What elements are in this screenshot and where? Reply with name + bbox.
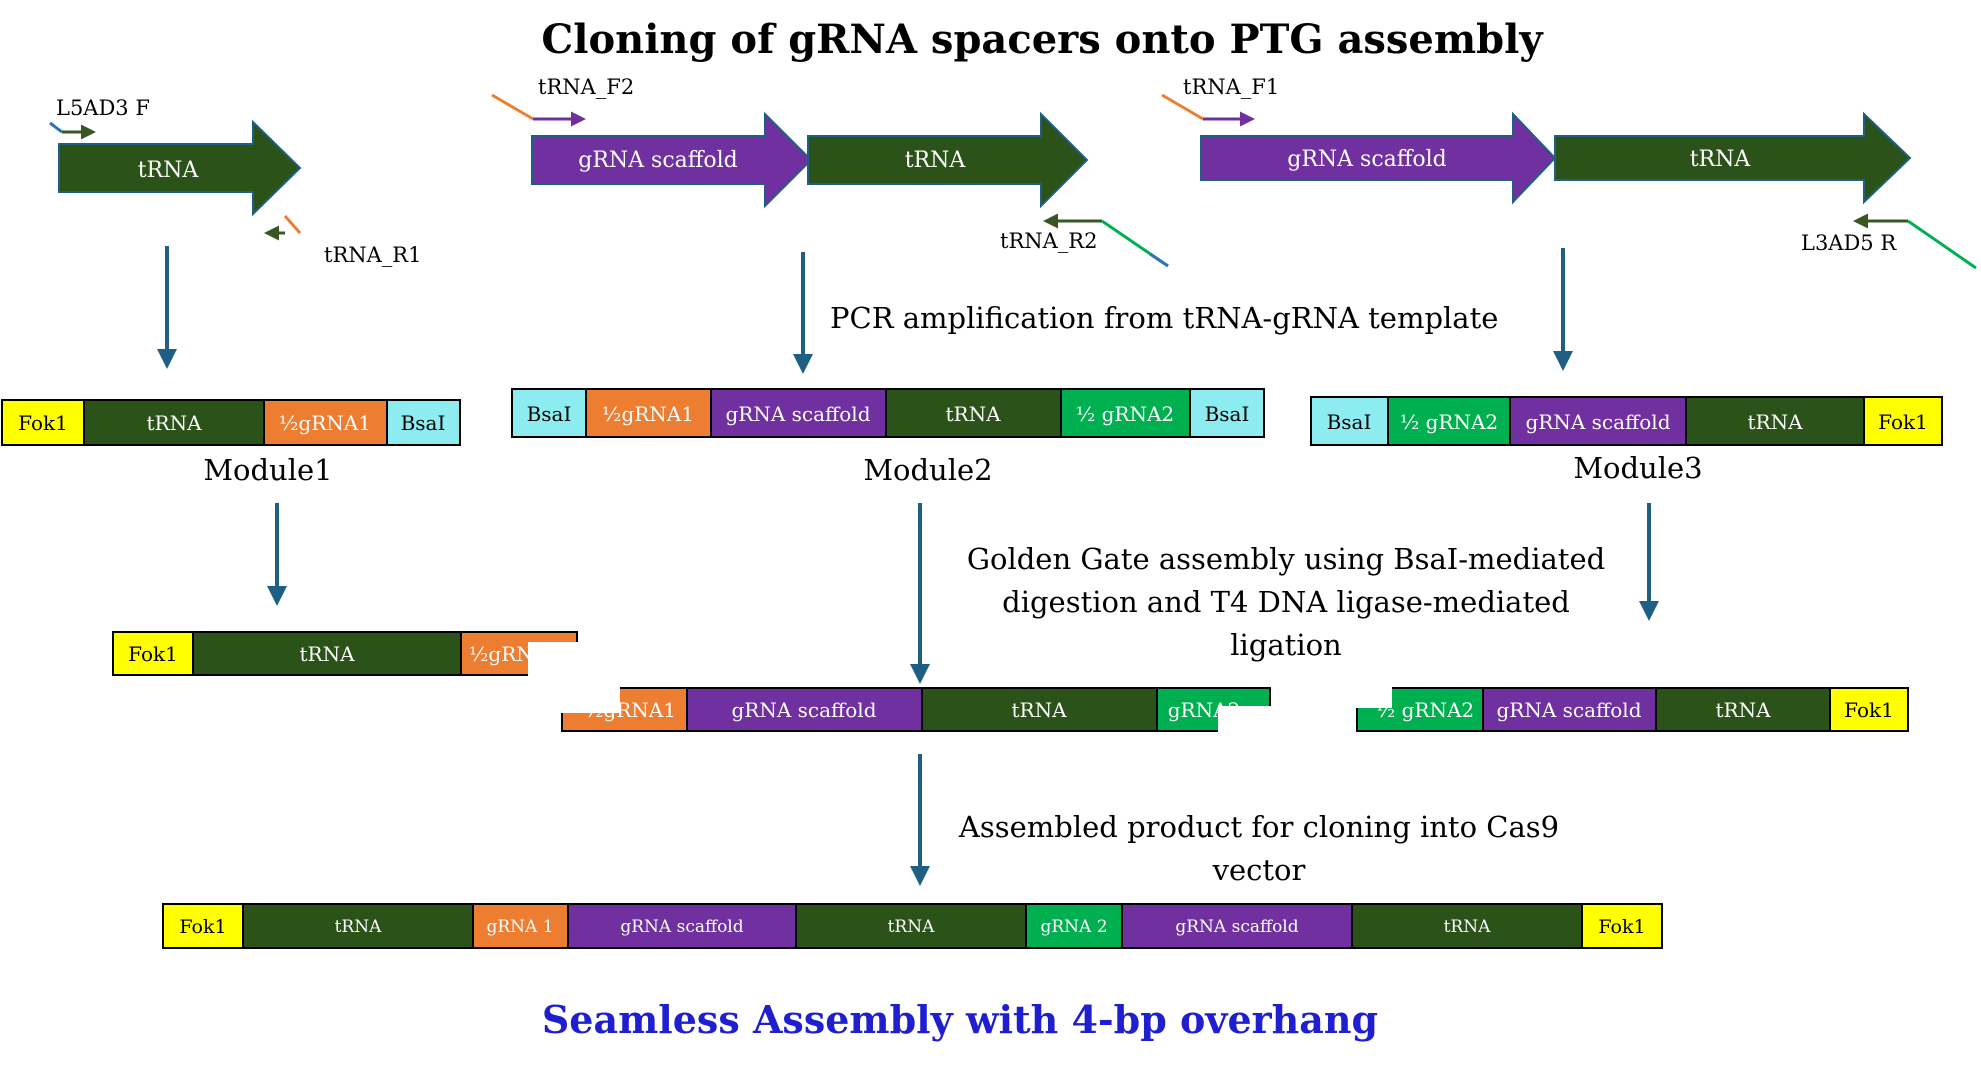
template-left-trna-arrow — [58, 119, 302, 217]
final-seg-fok1-left: Fok1 — [179, 916, 226, 938]
digest3-sticky-end-mask — [1340, 680, 1392, 708]
template-right-scaffold-label: gRNA scaffold — [1287, 147, 1447, 172]
module1-strip: Fok1 tRNA ½gRNA1 BsaI — [1, 399, 461, 446]
module2-seg-half-grna2: ½ gRNA2 — [1076, 402, 1174, 426]
module2-seg-half-grna1: ½gRNA1 — [602, 402, 694, 426]
module3-strip: BsaI ½ gRNA2 gRNA scaffold tRNA Fok1 — [1310, 396, 1943, 446]
digest2-sticky-end-mask-right — [1218, 706, 1278, 736]
module3-seg-fok1: Fok1 — [1878, 410, 1928, 434]
final-seg-fok1-right: Fok1 — [1598, 916, 1645, 938]
final-seg-scaffold-1: gRNA scaffold — [620, 917, 743, 937]
digest2-seg-trna: tRNA — [1011, 698, 1067, 722]
digested-fragment-3: ½ gRNA2 gRNA scaffold tRNA Fok1 — [1340, 680, 1909, 732]
diagram-title: Cloning of gRNA spacers onto PTG assembl… — [541, 16, 1544, 63]
primer-l3ad5r-tail — [1907, 219, 1977, 270]
digest3-seg-half-grna2: ½ gRNA2 — [1376, 698, 1474, 722]
primer-trna-r2-tail-end — [1149, 252, 1169, 268]
digest1-sticky-end-mask — [528, 642, 608, 676]
module2-seg-bsai-left: BsaI — [527, 402, 572, 426]
template-middle-trna-arrow — [807, 111, 1089, 209]
note-pcr: PCR amplification from tRNA-gRNA templat… — [830, 301, 1498, 335]
module1-seg-half-grna1: ½gRNA1 — [279, 411, 371, 435]
final-seg-grna1: gRNA 1 — [486, 917, 553, 937]
module2-seg-bsai-right: BsaI — [1205, 402, 1250, 426]
primer-trna-r1-tail — [283, 215, 302, 234]
footer-caption: Seamless Assembly with 4-bp overhang — [542, 997, 1378, 1042]
template-right-trna-arrow — [1554, 111, 1912, 205]
module1-seg-fok1: Fok1 — [18, 411, 68, 435]
note-golden-gate-line1: Golden Gate assembly using BsaI-mediated — [967, 542, 1605, 576]
final-seg-scaffold-2: gRNA scaffold — [1175, 917, 1298, 937]
template-middle-scaffold-arrow — [531, 111, 813, 209]
template-middle-trna-label: tRNA — [905, 148, 967, 173]
note-golden-gate-line3: ligation — [1230, 628, 1341, 662]
module1-seg-trna: tRNA — [146, 411, 202, 435]
final-seg-trna-1: tRNA — [335, 917, 383, 937]
template-right-scaffold-arrow — [1200, 111, 1557, 205]
module2-strip: BsaI ½gRNA1 gRNA scaffold tRNA ½ gRNA2 B… — [511, 388, 1265, 438]
primer-l5ad3f-label: L5AD3 F — [56, 96, 150, 120]
digest1-seg-fok1: Fok1 — [128, 642, 178, 666]
module3-seg-half-grna2: ½ gRNA2 — [1400, 410, 1498, 434]
module2-seg-scaffold: gRNA scaffold — [726, 402, 871, 426]
primer-trna-f1-label: tRNA_F1 — [1183, 75, 1279, 99]
digest3-seg-trna: tRNA — [1715, 698, 1771, 722]
template-left-trna-label: tRNA — [138, 158, 200, 183]
note-assembled-line1: Assembled product for cloning into Cas9 — [958, 810, 1559, 844]
note-golden-gate-line2: digestion and T4 DNA ligase-mediated — [1002, 585, 1570, 619]
module3-seg-scaffold: gRNA scaffold — [1526, 410, 1671, 434]
primer-trna-f2-label: tRNA_F2 — [538, 75, 634, 99]
template-middle-scaffold-label: gRNA scaffold — [578, 148, 738, 173]
primer-trna-r1-label: tRNA_R1 — [324, 243, 421, 267]
primer-trna-f1-tail — [1161, 93, 1204, 121]
digested-fragment-2: ½gRNA1 gRNA scaffold tRNA gRNA2 — [540, 683, 1278, 736]
note-assembled-line2: vector — [1212, 853, 1306, 887]
primer-l3ad5r-label: L3AD5 R — [1801, 231, 1897, 255]
final-seg-trna-2: tRNA — [888, 917, 936, 937]
digest3-seg-scaffold: gRNA scaffold — [1497, 698, 1642, 722]
module2-label: Module2 — [863, 453, 992, 487]
primer-l5ad3f-tail — [49, 121, 63, 134]
template-right-trna-label: tRNA — [1690, 147, 1752, 172]
module3-seg-bsai: BsaI — [1327, 410, 1372, 434]
digested-fragment-1: Fok1 tRNA ½gRNA1 — [112, 631, 608, 676]
module3-seg-trna: tRNA — [1747, 410, 1803, 434]
digest2-seg-scaffold: gRNA scaffold — [732, 698, 877, 722]
module3-label: Module3 — [1573, 451, 1702, 485]
digest1-seg-trna: tRNA — [299, 642, 355, 666]
final-assembled-product: Fok1 tRNA gRNA 1 gRNA scaffold tRNA gRNA… — [162, 903, 1663, 949]
final-seg-trna-3: tRNA — [1444, 917, 1492, 937]
module2-seg-trna: tRNA — [945, 402, 1001, 426]
digest2-sticky-end-mask-left — [540, 683, 620, 713]
module1-seg-bsai: BsaI — [401, 411, 446, 435]
module1-label: Module1 — [203, 453, 332, 487]
primer-trna-f2-tail — [491, 93, 534, 121]
digest3-seg-fok1: Fok1 — [1844, 698, 1894, 722]
final-seg-grna2: gRNA 2 — [1040, 917, 1107, 937]
primer-trna-r2-label: tRNA_R2 — [1000, 229, 1097, 253]
